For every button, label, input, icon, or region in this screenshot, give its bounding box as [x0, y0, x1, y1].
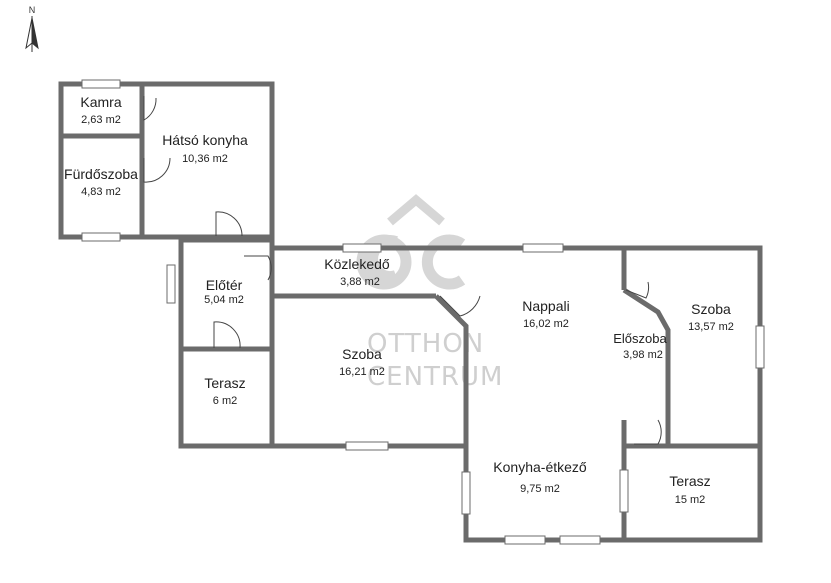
room-name: Fürdőszoba	[64, 166, 138, 182]
room-name: Terasz	[204, 375, 245, 391]
room-area: 13,57 m2	[688, 321, 734, 333]
room-terasz-small: Terasz 6 m2	[204, 375, 245, 407]
room-area: 4,83 m2	[81, 186, 121, 198]
room-name: Szoba	[342, 346, 382, 362]
room-kozlekedo: Közlekedő 3,88 m2	[324, 256, 390, 288]
room-szoba-left: Szoba 16,21 m2	[339, 346, 385, 378]
room-area: 3,98 m2	[623, 349, 663, 361]
room-area: 15 m2	[675, 494, 706, 506]
oc-house-logo	[356, 194, 466, 290]
room-name: Nappali	[522, 298, 569, 314]
room-area: 5,04 m2	[204, 294, 244, 306]
room-hatso-konyha: Hátsó konyha 10,36 m2	[162, 132, 248, 165]
compass-label: N	[29, 5, 36, 15]
watermark: OTTHON CENTRUM	[356, 194, 503, 392]
room-area: 3,88 m2	[340, 276, 380, 288]
room-name: Hátsó konyha	[162, 132, 248, 148]
room-area: 2,63 m2	[81, 114, 121, 126]
room-name: Előtér	[206, 277, 243, 293]
room-area: 6 m2	[213, 395, 237, 407]
room-terasz-large: Terasz 15 m2	[669, 473, 710, 506]
room-area: 16,02 m2	[523, 318, 569, 330]
doors	[143, 96, 662, 445]
room-area: 9,75 m2	[520, 483, 560, 495]
room-labels: Kamra 2,63 m2 Hátsó konyha 10,36 m2 Fürd…	[64, 94, 734, 506]
room-furdoszoba: Fürdőszoba 4,83 m2	[64, 166, 138, 198]
room-name: Terasz	[669, 473, 710, 489]
walls	[58, 81, 763, 543]
room-konyha-etkezo: Konyha-étkező 9,75 m2	[493, 459, 587, 495]
room-nappali: Nappali 16,02 m2	[522, 298, 569, 330]
north-arrow-icon: N	[25, 5, 39, 52]
room-kamra: Kamra 2,63 m2	[80, 94, 121, 126]
room-szoba-right: Szoba 13,57 m2	[688, 301, 734, 333]
room-name: Szoba	[691, 301, 731, 317]
room-name: Előszoba	[613, 331, 667, 346]
room-eloter: Előtér 5,04 m2	[204, 277, 244, 306]
room-name: Kamra	[80, 94, 121, 110]
room-eloszoba: Előszoba 3,98 m2	[613, 331, 667, 361]
room-area: 10,36 m2	[182, 153, 228, 165]
room-area: 16,21 m2	[339, 366, 385, 378]
room-name: Közlekedő	[324, 256, 390, 272]
windows	[81, 79, 765, 545]
watermark-line2: CENTRUM	[367, 362, 503, 392]
room-name: Konyha-étkező	[493, 459, 587, 475]
